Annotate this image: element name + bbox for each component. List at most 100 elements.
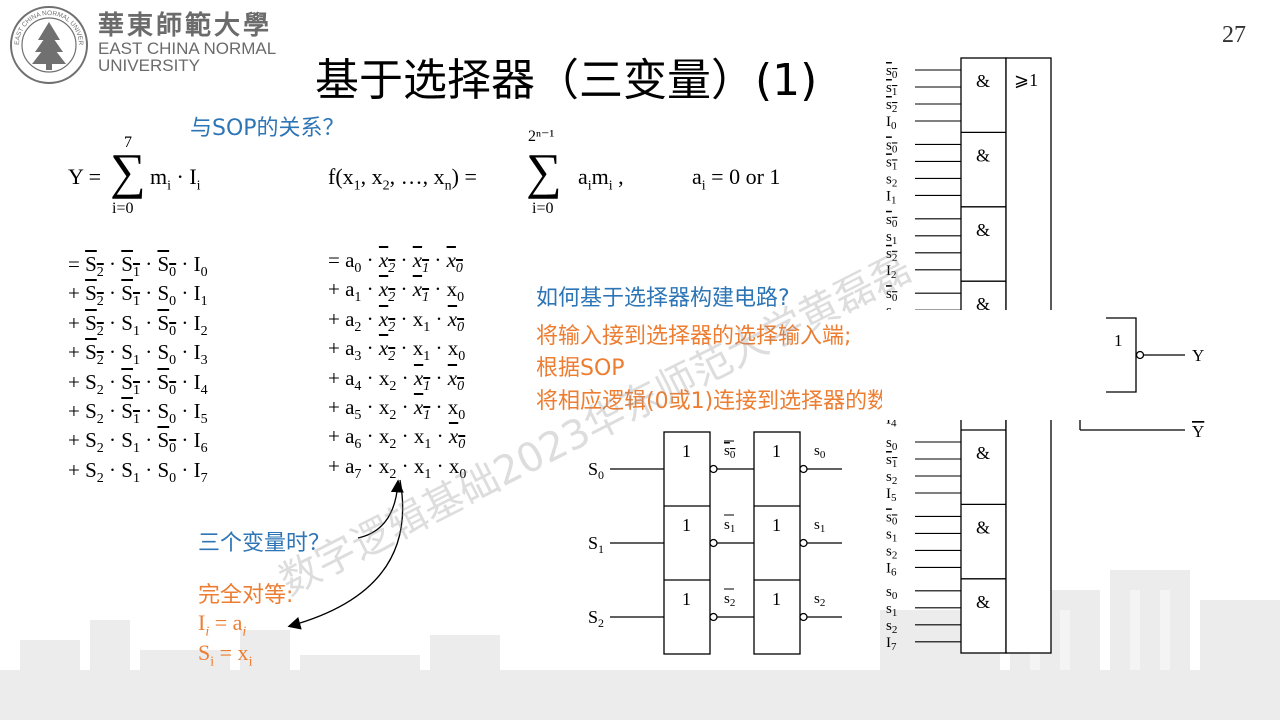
svg-text:1: 1	[772, 441, 781, 461]
svg-text:s1: s1	[724, 517, 735, 535]
university-seal-icon: EAST CHINA NORMAL UNIVERSITY	[8, 4, 88, 84]
equivalence-arrow	[287, 479, 404, 630]
mux-pin-label: s0	[886, 435, 898, 453]
sop-term-line: + S2 · S1 · S0 · I5	[68, 398, 208, 428]
f-sum-upper: 2ⁿ⁻¹	[528, 128, 555, 145]
minterm-line: + a1 · x2 · x1 · x0	[328, 277, 465, 306]
and-gate-label: &	[976, 517, 990, 537]
svg-text:s2: s2	[814, 591, 825, 609]
mux-pin-label: s0	[886, 212, 898, 230]
sop-term-line: + S2 · S1 · S0 · I6	[68, 428, 208, 457]
minterm-line: = a0 · x2 · x1 · x0	[328, 248, 463, 277]
left-expansion: = S2 · S1 · S0 · I0+ S2 · S1 · S0 · I1+ …	[68, 250, 208, 486]
a-definition: ai = 0 or 1	[692, 164, 781, 194]
svg-text:S1: S1	[588, 533, 604, 556]
minterm-line: + a7 · x2 · x1 · x0	[328, 453, 467, 482]
and-gate-label: &	[976, 145, 990, 165]
mux-pin-label: s2	[886, 246, 897, 264]
mux-pin-label: s2	[886, 618, 897, 636]
equivalence-s-x: Si = xi	[198, 640, 253, 670]
mux-pin-label: s0	[886, 584, 898, 602]
svg-text:1: 1	[772, 515, 781, 535]
page-number: 27	[1222, 22, 1246, 48]
and-gate-label: &	[976, 294, 990, 314]
sop-term-line: + S2 · S1 · S0 · I1	[68, 281, 208, 310]
mux-pin-label: s1	[886, 80, 897, 98]
minterm-line: + a2 · x2 · x1 · x0	[328, 306, 465, 335]
mux-pin-label: I7	[886, 635, 897, 653]
sop-term-line: + S2 · S1 · S0 · I7	[68, 457, 208, 486]
sop-term-line: = S2 · S1 · S0 · I0	[68, 252, 208, 281]
svg-text:1: 1	[682, 589, 691, 609]
mux-pin-label: s2	[886, 97, 897, 115]
and-gate-label: &	[976, 71, 990, 91]
mux-pin-label: I2	[886, 263, 897, 281]
question-arrow	[357, 479, 404, 539]
f-sum-symbol: ∑	[526, 143, 562, 199]
callout-question: 如何基于选择器构建电路?	[536, 286, 790, 311]
y-sum-symbol: ∑	[110, 143, 146, 199]
equivalence-label: 完全对等:	[198, 583, 294, 608]
three-variable-question: 三个变量时？	[198, 531, 331, 556]
mux-pin-label: s1	[886, 229, 897, 247]
mux-pin-label: s2	[886, 469, 897, 487]
sop-question: 与SOP的关系？	[190, 116, 345, 141]
sop-term-line: + S2 · S1 · S0 · I4	[68, 369, 208, 398]
middle-expansion: = a0 · x2 · x1 · x0+ a1 · x2 · x1 · x0+ …	[328, 246, 467, 482]
mux-pin-label: s0	[886, 286, 898, 304]
svg-text:Y: Y	[1192, 346, 1204, 365]
mux-pin-label: I6	[886, 560, 897, 578]
y-formula-terms: mi · Ii	[150, 164, 201, 194]
f-formula-lhs: f(x1, x2, …, xn) =	[328, 164, 477, 194]
equivalence-i-a: Ii = ai	[198, 610, 247, 640]
y-sum-lower: i=0	[112, 200, 134, 217]
mux-pin-label: s1	[886, 526, 897, 544]
logo-english-line2: UNIVERSITY	[98, 56, 201, 75]
minterm-line: + a3 · x2 · x1 · x0	[328, 336, 466, 365]
f-sum-lower: i=0	[532, 200, 554, 217]
y-formula-lhs: Y =	[68, 164, 101, 189]
callout-line1: 将输入接到选择器的选择输入端;	[536, 324, 852, 349]
mux-pin-label: I5	[886, 486, 897, 504]
and-gate-label: &	[976, 220, 990, 240]
mux-pin-label: s2	[886, 171, 897, 189]
svg-text:⩾1: ⩾1	[1014, 70, 1038, 90]
and-gate-label: &	[976, 443, 990, 463]
svg-text:1: 1	[682, 515, 691, 535]
logo-english-line1: EAST CHINA NORMAL	[98, 39, 277, 58]
minterm-line: + a5 · x2 · x1 · x0	[328, 394, 466, 424]
inverter-output-circuit: 1 Y Y	[1079, 317, 1204, 441]
sop-term-line: + S2 · S1 · S0 · I2	[68, 310, 208, 339]
svg-text:1: 1	[772, 589, 781, 609]
mux-pin-label: s0	[886, 509, 898, 527]
mux-pin-label: s1	[886, 452, 897, 470]
slide-title: 基于选择器（三变量）(1)	[315, 55, 818, 106]
svg-text:s1: s1	[814, 517, 825, 535]
decoder-circuit: 1 1 1 1 1 1 S0 S1 S2 s0 s1 s2 s0 s1 s2	[588, 431, 842, 655]
callout-line2: 根据SOP	[536, 356, 625, 381]
mux-pin-label: s0	[886, 137, 898, 155]
svg-text:1: 1	[1114, 331, 1123, 350]
svg-text:s0: s0	[724, 443, 736, 461]
f-formula-terms: aimi ,	[578, 164, 624, 194]
y-sum-upper: 7	[124, 134, 132, 151]
and-gate-label: &	[976, 592, 990, 612]
minterm-line: + a4 · x2 · x1 · x0	[328, 365, 465, 394]
mux-pin-label: s0	[886, 63, 898, 81]
minterm-line: + a6 · x2 · x1 · x0	[328, 424, 466, 453]
mux-pin-label: I0	[886, 114, 897, 132]
logo-chinese-name: 華東師範大學	[98, 11, 273, 41]
svg-text:s0: s0	[814, 443, 826, 461]
svg-text:s2: s2	[724, 591, 735, 609]
mux-pin-label: s1	[886, 601, 897, 619]
sop-term-line: + S2 · S1 · S0 · I3	[68, 340, 208, 369]
svg-text:Y: Y	[1192, 422, 1204, 441]
svg-text:S2: S2	[588, 607, 604, 630]
mux-pin-label: s2	[886, 543, 897, 561]
inverter-overlay-panel	[882, 310, 1227, 420]
mux-pin-label: I1	[886, 188, 897, 206]
svg-text:1: 1	[682, 441, 691, 461]
mux-pin-label: s1	[886, 154, 897, 172]
svg-text:S0: S0	[588, 459, 604, 482]
